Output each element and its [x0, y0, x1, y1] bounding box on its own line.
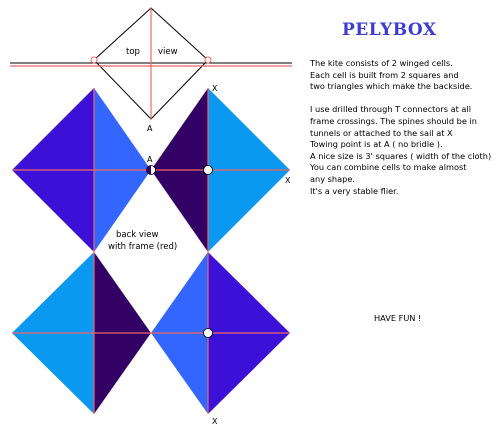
- connector-upper-left-half: [146, 165, 151, 175]
- description-line: Each cell is built from 2 squares and: [310, 69, 459, 80]
- description-text: The kite consists of 2 winged cells. Eac…: [310, 58, 500, 197]
- top-view-label-left: top: [126, 47, 140, 57]
- description-line: two triangles which make the backside.: [310, 81, 473, 92]
- description-line: A nice size is 3' squares ( width of the…: [310, 150, 492, 161]
- towing-point-label-middle: A: [147, 155, 153, 164]
- description-line: I use drilled through T connectors at al…: [310, 104, 471, 115]
- back-view-label-line2: with frame (red): [108, 242, 177, 252]
- description-spacer: [310, 93, 500, 105]
- top-view-left-connector: [90, 56, 98, 64]
- have-fun-text: HAVE FUN !: [374, 313, 422, 323]
- top-view-right-connector: [204, 56, 212, 64]
- top-view: top view A: [10, 7, 292, 133]
- description-line: Towing point is at A ( no bridle ).: [310, 139, 443, 150]
- page-title: PELYBOX: [342, 20, 437, 40]
- back-view-label-line1: back view: [116, 230, 159, 240]
- description-line: any shape.: [310, 173, 355, 184]
- top-view-label-right: view: [158, 47, 178, 57]
- description-line: The kite consists of 2 winged cells.: [310, 58, 453, 68]
- description-line: tunnels or attached to the sail at X: [310, 127, 453, 138]
- description-line: It's a very stable flier.: [310, 185, 399, 196]
- spine-attach-label-bottom: X: [212, 417, 218, 426]
- description-line: frame crossings. The spines should be in: [310, 115, 477, 126]
- spine-attach-label-upper-right: X: [285, 176, 291, 185]
- spine-attach-label-top: X: [212, 84, 218, 93]
- connector-lower-right: [203, 328, 213, 338]
- description-line: You can combine cells to make almost: [310, 162, 467, 173]
- frame-red: [12, 88, 290, 414]
- frame-connectors: [146, 165, 213, 338]
- connector-upper-right: [203, 165, 213, 175]
- towing-point-label-top: A: [147, 124, 153, 133]
